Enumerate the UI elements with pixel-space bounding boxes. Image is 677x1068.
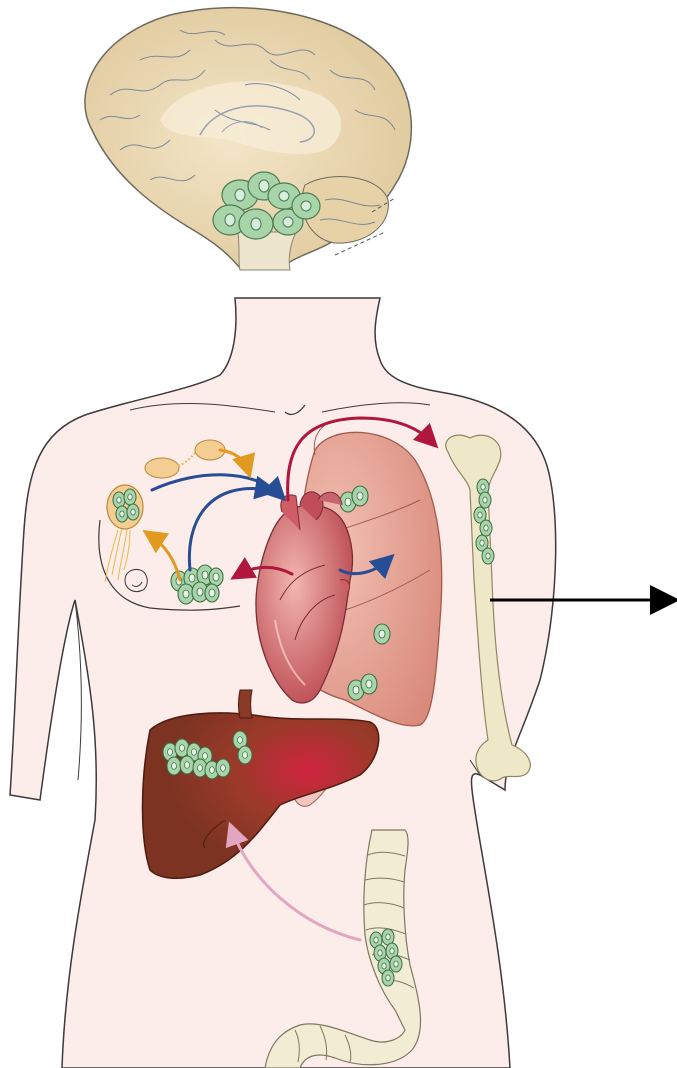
brain bbox=[85, 8, 411, 270]
